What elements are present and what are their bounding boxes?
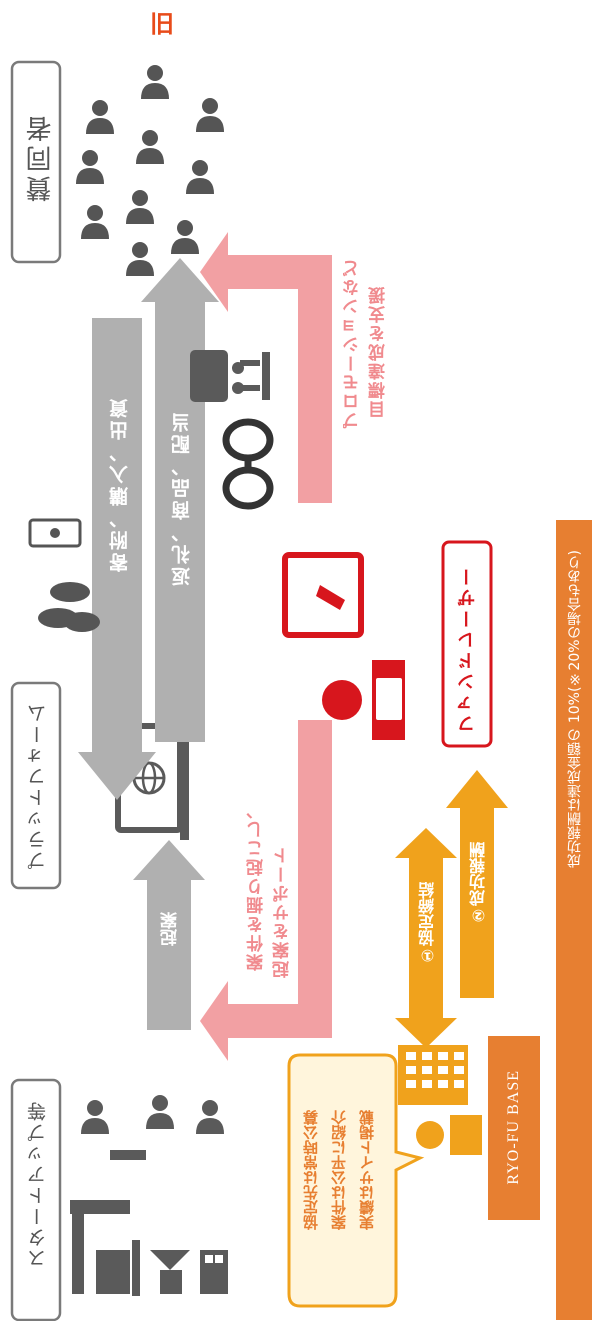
promotion-label-line1: プロモーションなど (343, 258, 363, 429)
startup-people-icon (81, 1095, 224, 1160)
proposal-arrow (133, 840, 205, 1030)
startups-box (10, 1078, 62, 1321)
contribution-label: 寄附、購入、出資 (109, 396, 131, 572)
contribution-arrow (78, 318, 156, 800)
footnote-bar (556, 520, 592, 1320)
proposal-label: 起案 (161, 912, 181, 946)
reward-label: ②成功報酬 (469, 842, 488, 925)
platform-label: プラットフォーム (27, 702, 49, 870)
money-icon (28, 518, 100, 632)
checklist-callout (287, 1053, 425, 1308)
fundraiser-label: ファンドレーザー (457, 565, 478, 733)
fundraiser-icon (282, 552, 405, 740)
promotion-arrow (200, 232, 332, 503)
promotion-label-line2: 目標達成を支援 (369, 285, 389, 418)
reward-arrow (446, 770, 508, 998)
old-version-label: 旧 (150, 10, 174, 38)
ryofu-base-label: RYO-FU BASE (505, 1070, 522, 1185)
supporters-label: 賛同者 (26, 112, 56, 202)
footnote-text: 成功報酬は達成金額の 10%(※20%の場合もあり) (567, 550, 583, 868)
returns-label: 返礼、商品、配当 (171, 410, 193, 586)
agreement-arrow (395, 828, 457, 1048)
supporters-crowd-icon (76, 65, 224, 276)
fundraiser-box (441, 540, 493, 748)
startup-buildings-icon (70, 1200, 228, 1296)
platform-monitor-icon (115, 716, 189, 840)
project-support-label-line1: 案件を掘り起こし、 (247, 800, 267, 971)
project-support-label-line2: 起案をサポート (273, 845, 293, 978)
robot-icon (190, 350, 270, 402)
startups-label: スタートアップ等 (27, 1100, 49, 1268)
glasses-icon (222, 418, 274, 510)
ryofu-base-bar (488, 1036, 540, 1220)
checklist-item-2: 案件は公平に紹介 (330, 1110, 348, 1230)
checklist-item-1: 協定先は常時公募 (302, 1110, 320, 1230)
supporters-box (10, 60, 62, 264)
ryofu-building-icon (398, 1045, 482, 1155)
checklist-item-3: 実績はサイト掲載 (358, 1110, 376, 1230)
agreement-label: ①協定締結 (418, 882, 437, 965)
project-support-arrow (200, 720, 332, 1061)
platform-box (10, 681, 62, 890)
